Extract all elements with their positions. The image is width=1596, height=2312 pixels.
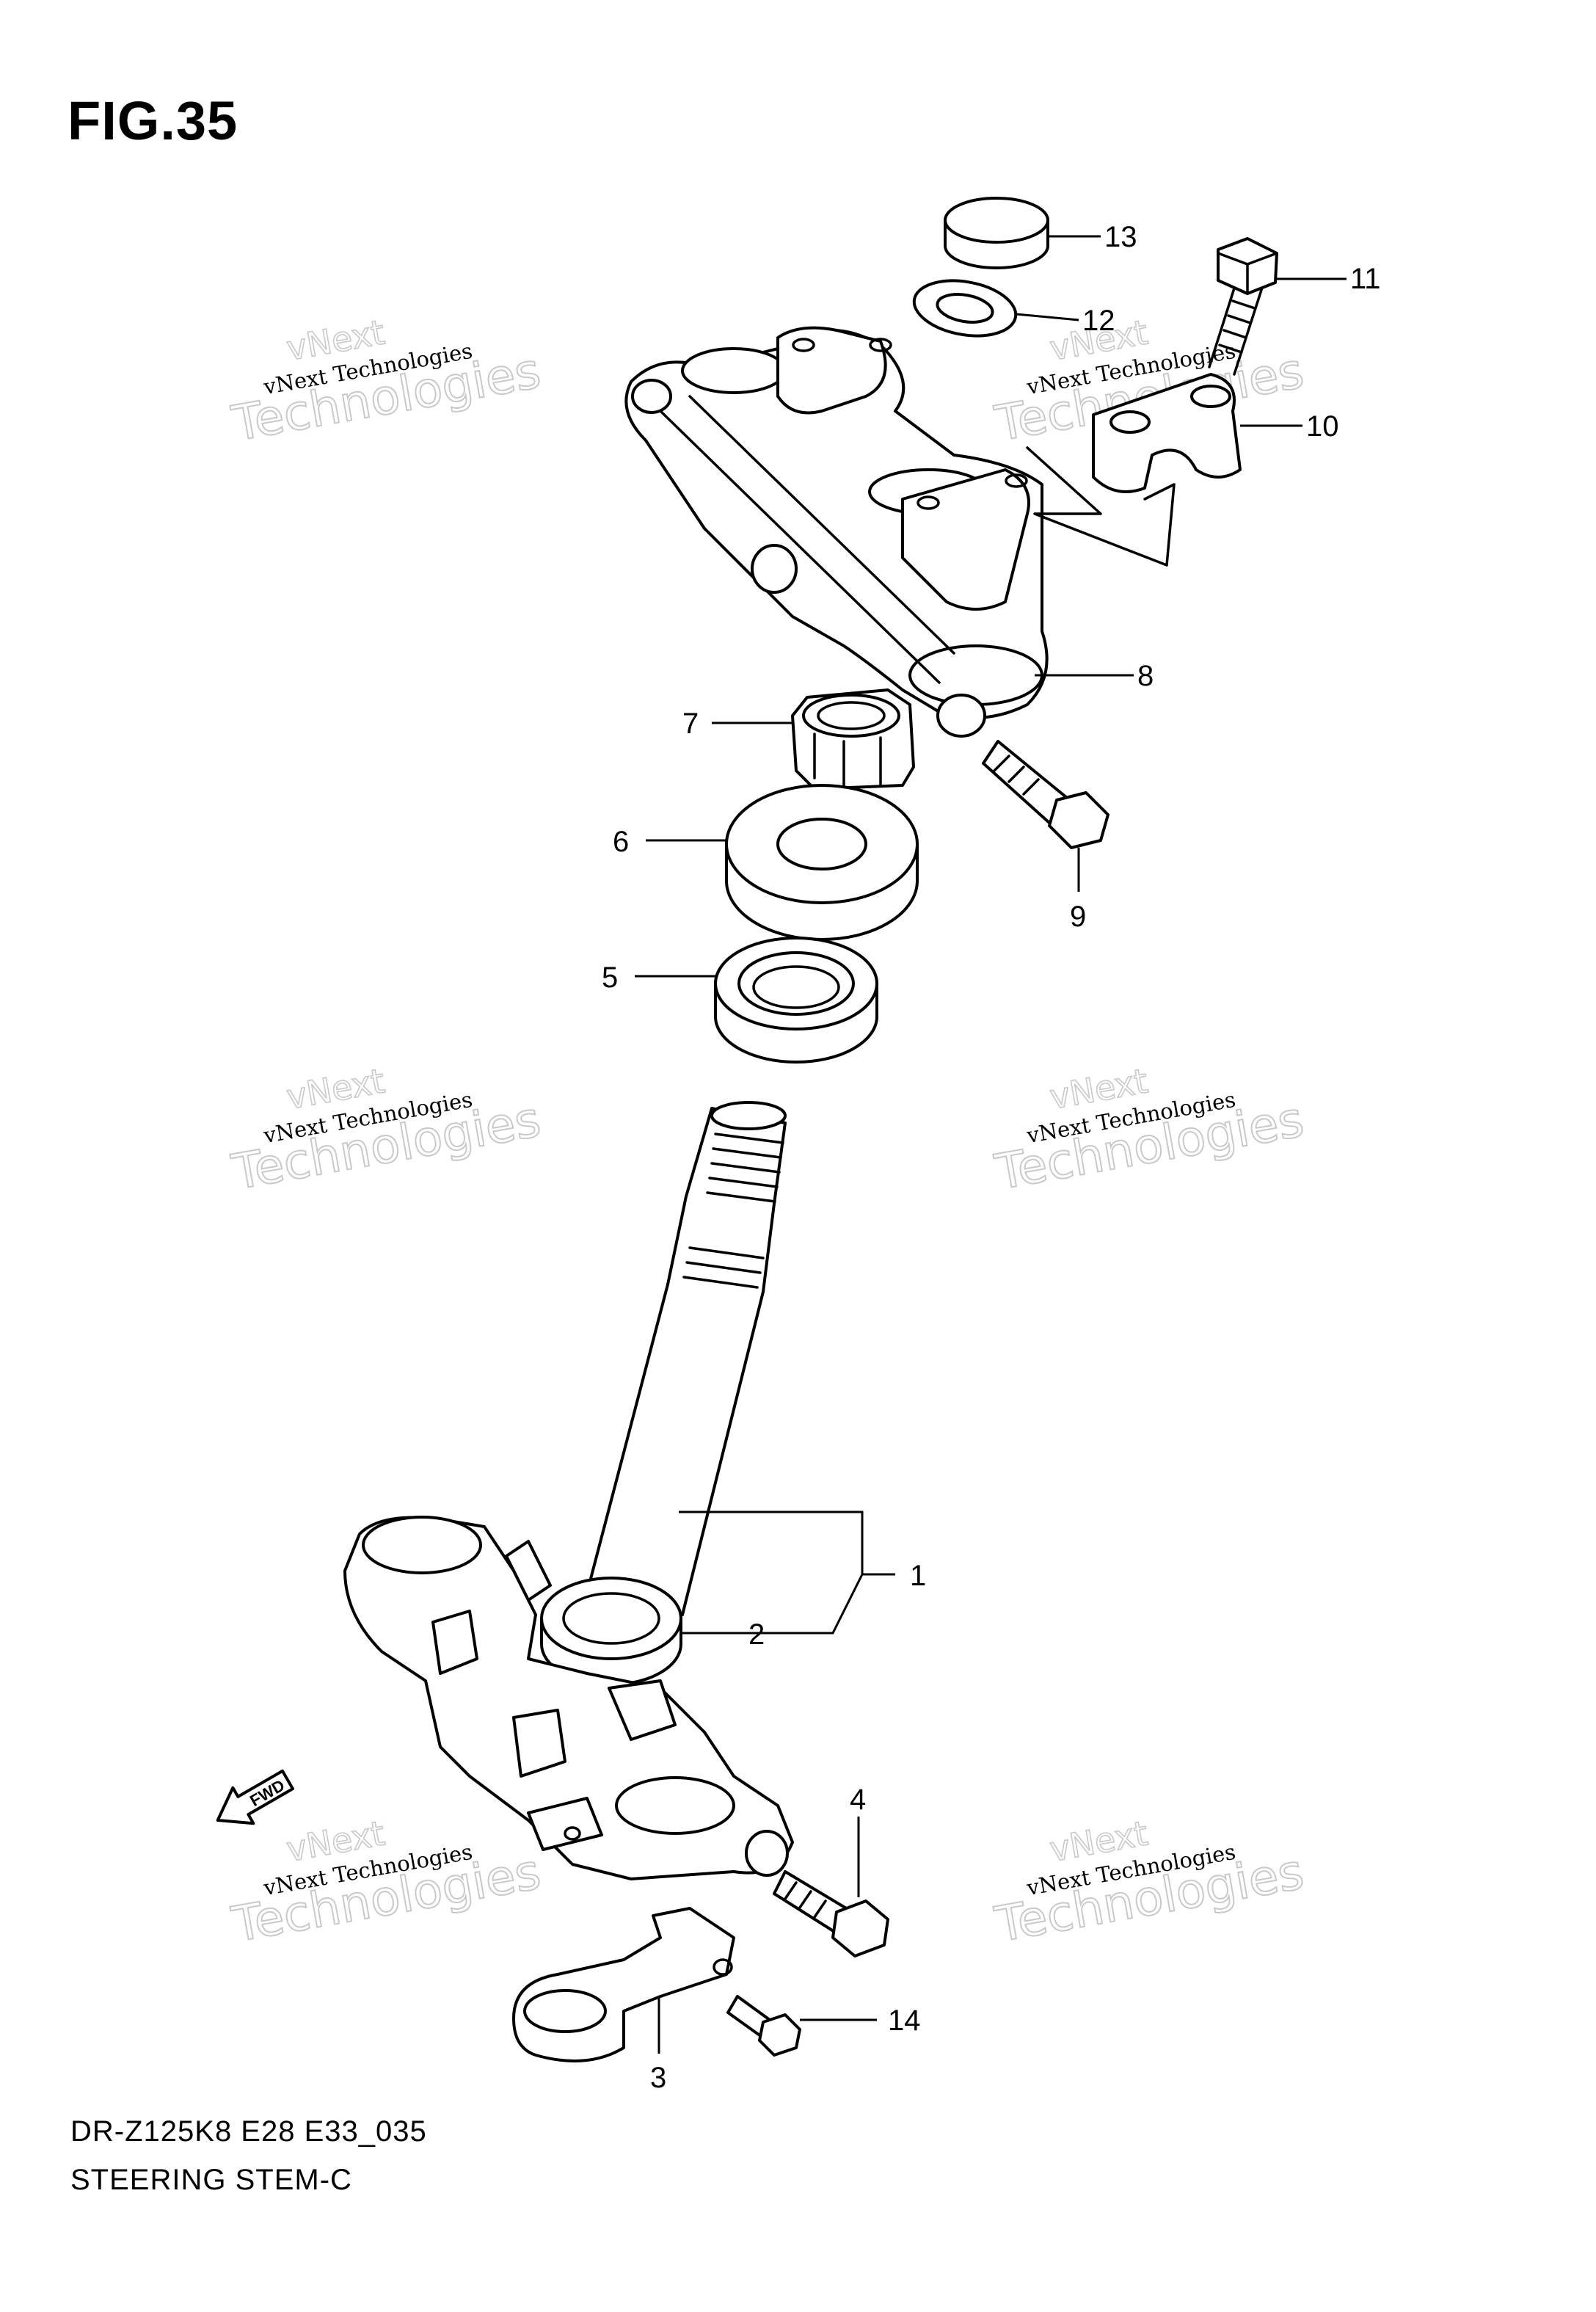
part-bolt-guide bbox=[726, 1995, 801, 2057]
callout-4: 4 bbox=[850, 1784, 866, 1816]
watermark: vNext vNext Technologies Technologies bbox=[227, 312, 545, 454]
part-handlebar-holder bbox=[1092, 373, 1242, 493]
callout-13: 13 bbox=[1104, 221, 1137, 253]
figure-title: FIG.35 bbox=[68, 90, 238, 151]
part-brake-hose-guide bbox=[512, 1907, 735, 2062]
callout-9: 9 bbox=[1070, 901, 1086, 933]
callout-2: 2 bbox=[748, 1618, 765, 1651]
part-steering-stem bbox=[586, 1101, 787, 1616]
part-bearing-lower bbox=[540, 1577, 682, 1686]
callout-8: 8 bbox=[1137, 660, 1154, 692]
model-code: DR-Z125K8 E28 E33_035 bbox=[70, 2115, 427, 2148]
part-dust-seal bbox=[725, 784, 919, 941]
callout-labels: 13 12 11 10 8 7 6 5 9 1 2 4 14 3 bbox=[602, 221, 1381, 2094]
watermark: vNext vNext Technologies Technologies bbox=[990, 1813, 1308, 1955]
callout-12: 12 bbox=[1082, 305, 1115, 337]
part-steering-nut bbox=[791, 688, 915, 790]
section-name: STEERING STEM-C bbox=[70, 2164, 352, 2196]
part-bearing-upper bbox=[714, 937, 878, 1064]
watermark: vNext vNext Technologies Technologies bbox=[227, 1813, 545, 1955]
break-line bbox=[1026, 446, 1176, 567]
callout-7: 7 bbox=[682, 708, 699, 740]
part-bolt-bracket bbox=[982, 740, 1109, 849]
part-cap bbox=[944, 197, 1049, 269]
leader-lines bbox=[635, 235, 1347, 2054]
direction-marker: FWD bbox=[216, 1769, 294, 1825]
callout-11: 11 bbox=[1350, 263, 1381, 295]
leader-1 bbox=[679, 1511, 895, 1635]
callout-14: 14 bbox=[888, 2004, 921, 2037]
part-lower-bracket bbox=[343, 1516, 794, 1880]
callout-3: 3 bbox=[650, 2062, 666, 2094]
part-bolt-lower bbox=[773, 1870, 889, 1957]
leader-12 bbox=[1016, 313, 1079, 321]
part-bolt-upper bbox=[1208, 237, 1278, 376]
callout-5: 5 bbox=[602, 961, 618, 994]
callout-6: 6 bbox=[613, 826, 629, 858]
watermark: vNext vNext Technologies Technologies bbox=[990, 1061, 1308, 1202]
part-upper-bracket bbox=[624, 326, 1049, 738]
watermark: vNext vNext Technologies Technologies bbox=[227, 1061, 545, 1202]
callout-10: 10 bbox=[1306, 410, 1339, 443]
part-washer bbox=[912, 279, 1018, 338]
callout-1: 1 bbox=[910, 1560, 926, 1592]
forward-arrow-icon bbox=[216, 1769, 294, 1825]
